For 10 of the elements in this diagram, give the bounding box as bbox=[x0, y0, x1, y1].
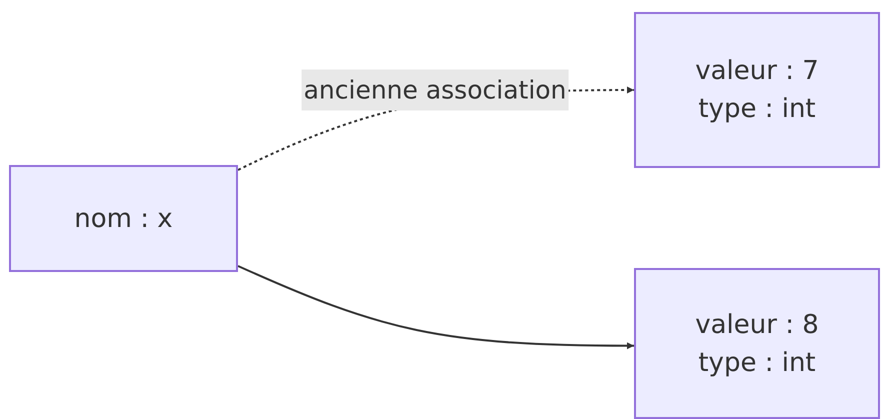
node-text: nom : x bbox=[74, 204, 173, 234]
node-text: type : int bbox=[698, 348, 816, 378]
node-text: valeur : 8 bbox=[695, 310, 819, 340]
node-text: type : int bbox=[698, 94, 816, 124]
node-text: valeur : 7 bbox=[695, 56, 819, 86]
arrow bbox=[238, 265, 634, 350]
process-box bbox=[634, 12, 880, 168]
process-box bbox=[634, 268, 880, 419]
edge-label: ancienne association bbox=[302, 70, 568, 110]
process-box bbox=[9, 165, 238, 272]
